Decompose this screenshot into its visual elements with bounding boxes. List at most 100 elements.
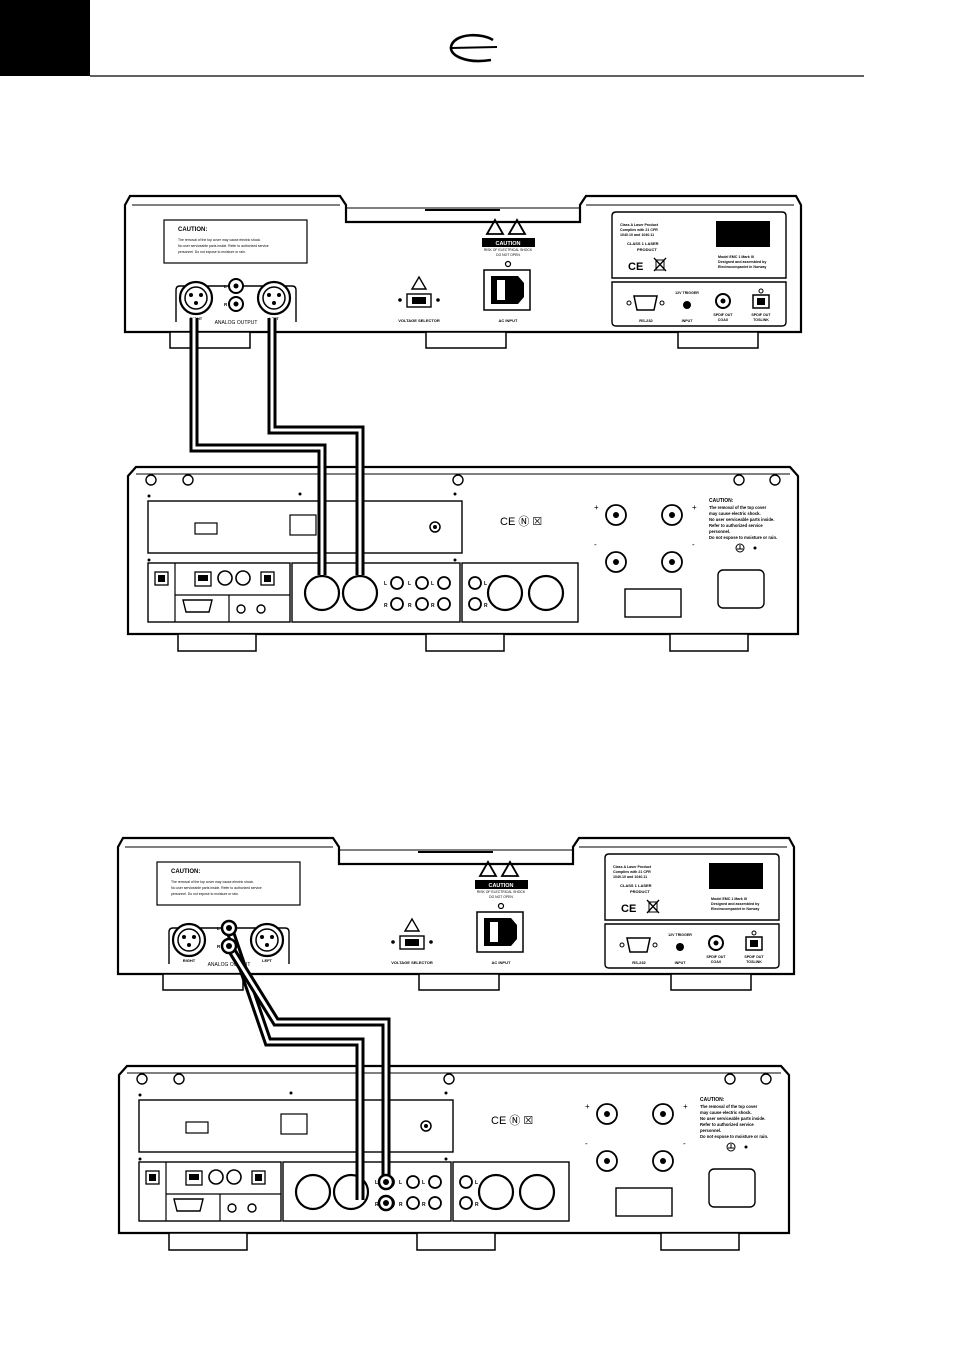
amplifier-unit-2: CE Ⓝ ☒ L R L R L R L R + + - — [117, 1064, 791, 1251]
digital-io-panel — [611, 281, 787, 327]
caution-text: Do not expose to moisture or rain. — [700, 1134, 768, 1139]
model-info: Model EMC 1 Mark III — [718, 255, 754, 259]
warning-sub: RISK OF ELECTRICAL SHOCK — [477, 890, 526, 894]
class-laser: CLASS 1 LASER — [620, 883, 652, 888]
screw-icon — [145, 474, 781, 486]
ground-icon — [726, 1142, 736, 1152]
caution-text: No user serviceable parts inside. Refer … — [178, 244, 269, 248]
plus-label: + — [594, 503, 599, 512]
spdif-coax-label: COAX — [711, 960, 722, 964]
caution-text: may cause electric shock. — [700, 1110, 752, 1115]
foot — [669, 633, 749, 652]
rca-l-label: L — [484, 581, 487, 587]
page-corner-tab — [0, 0, 90, 76]
digital-io-panel — [604, 923, 780, 969]
class-laser: PRODUCT — [630, 889, 650, 894]
ground-icon — [735, 543, 745, 553]
minus-label: - — [683, 1139, 686, 1148]
xlr-left-jack — [256, 280, 292, 316]
warning-sub: DO NOT OPEN — [489, 895, 513, 899]
plus-label: + — [585, 1102, 590, 1111]
serial-number-plate — [709, 863, 763, 889]
rca-r-label: R — [224, 302, 228, 307]
voltage-selector-label: VOLTAGE SELECTOR — [398, 318, 440, 323]
rca-jack-l — [228, 278, 244, 294]
caution-label — [163, 219, 308, 264]
source-unit-1: CAUTION: The removal of the top cover ma… — [123, 194, 803, 349]
caution-text: personnel. — [700, 1128, 721, 1133]
amplifier-unit-1: CE Ⓝ ☒ L R L R L R L R — [126, 465, 800, 652]
xlr-right-jack — [178, 280, 214, 316]
laser-info: Class A Laser Product — [620, 223, 659, 227]
rca-r-label: R — [375, 1202, 379, 1208]
rca-r-label: R — [422, 1202, 426, 1208]
rca-plug-ends — [220, 919, 395, 1212]
foot — [418, 973, 500, 991]
foot — [168, 1232, 248, 1251]
rca-cables — [224, 926, 391, 1200]
caution-title: CAUTION: — [700, 1097, 725, 1103]
foot — [416, 1232, 496, 1251]
analog-output-label: ANALOG OUTPUT — [215, 320, 258, 326]
spdif-toslink-label: TOSLINK — [753, 318, 769, 322]
caution-label — [156, 861, 301, 906]
rs232-port-icon — [619, 937, 658, 953]
spdif-coax-label: SPDIF OUT — [706, 955, 726, 959]
foot — [425, 331, 507, 349]
caution-text: personnel. — [709, 529, 730, 534]
foot — [670, 973, 752, 991]
caution-text: The removal of the top cover may cause e… — [178, 238, 261, 242]
laser-info: Complies with 21 CFR — [613, 870, 651, 874]
class-laser: PRODUCT — [637, 247, 657, 252]
iec-socket-icon — [491, 276, 524, 304]
xlr-left-jack — [249, 922, 285, 958]
foot — [169, 331, 251, 349]
class-laser: CLASS 1 LASER — [627, 241, 659, 246]
compliance-marks: CE Ⓝ ☒ — [500, 515, 542, 528]
model-info: Model EMC 1 Mark III — [711, 897, 747, 901]
rca-jack-r — [228, 296, 244, 312]
caution-text: personnel. Do not expose to moisture or … — [178, 250, 246, 254]
foot — [677, 331, 759, 349]
rca-l-label: L — [399, 1180, 402, 1186]
mains-inlet — [708, 1168, 756, 1208]
mains-inlet — [717, 569, 765, 609]
spdif-toslink-label: SPDIF OUT — [744, 955, 764, 959]
amp-xlr-right-jack — [294, 1173, 332, 1211]
caution-text: No user serviceable parts inside. — [700, 1116, 765, 1121]
rca-r-label: R — [431, 603, 435, 609]
rca-l-label: L — [217, 926, 220, 931]
model-info: Electrocompaniet in Norway — [711, 907, 759, 911]
serial-plate — [624, 588, 682, 618]
weee-bin-icon — [653, 257, 667, 272]
screw-icon — [136, 1073, 772, 1085]
spdif-toslink-label: TOSLINK — [746, 960, 762, 964]
serial-plate — [615, 1187, 673, 1217]
rca-r-label: R — [384, 603, 388, 609]
serial-number-plate — [716, 221, 770, 247]
rca-r-label: R — [475, 1202, 479, 1208]
spdif-toslink-label: SPDIF OUT — [751, 313, 771, 317]
spdif-coax-label: COAX — [718, 318, 729, 322]
caution-text: The removal of the top cover — [709, 505, 767, 510]
rca-l-label: L — [431, 581, 434, 587]
plus-label: + — [692, 503, 697, 512]
warning-label-bar — [475, 880, 528, 889]
foot — [177, 633, 257, 652]
laser-info: 1040.10 and 1040.11 — [620, 233, 654, 237]
foot — [425, 633, 505, 652]
trigger-label: INPUT — [675, 961, 687, 965]
warning-triangle-icon — [410, 275, 428, 290]
coax-out-jack — [715, 293, 731, 309]
compliance-marks: CE Ⓝ ☒ — [491, 1114, 533, 1127]
iec-socket-icon — [484, 918, 517, 946]
model-info: Designed and assembled by — [711, 902, 759, 906]
warning-label-bar — [482, 238, 535, 247]
caution-text: Do not expose to moisture or rain. — [709, 535, 777, 540]
rca-r-label: R — [484, 603, 488, 609]
plus-label: + — [683, 1102, 688, 1111]
toslink-out-jack — [745, 936, 763, 951]
trigger-label: 12V TRIGGER — [668, 933, 692, 937]
amp-xlr-left-jack — [341, 574, 379, 612]
